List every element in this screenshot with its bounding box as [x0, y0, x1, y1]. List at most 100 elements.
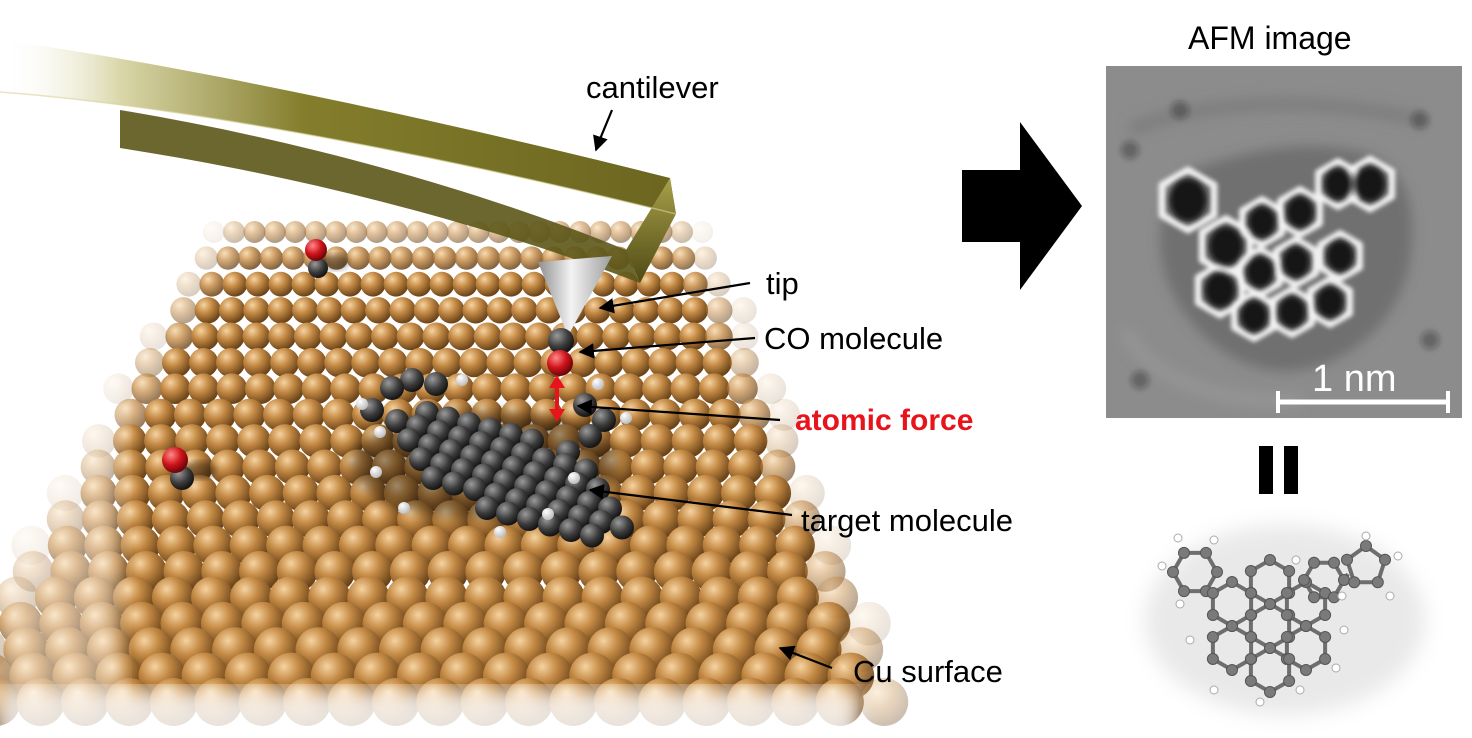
cu-atom	[216, 348, 246, 378]
cu-atom	[499, 322, 528, 351]
cu-atom	[640, 424, 675, 458]
cu-atom	[194, 246, 219, 270]
model-carbon-atom	[1244, 675, 1257, 687]
cu-atom	[636, 271, 662, 297]
cu-atom	[671, 424, 706, 458]
cu-atom	[729, 348, 759, 378]
cu-atom	[112, 449, 148, 485]
cu-atom	[131, 373, 163, 405]
cantilever-model	[0, 40, 677, 376]
hydrogen-atom	[542, 508, 554, 520]
cu-atom	[191, 322, 219, 351]
cu-atom	[314, 271, 340, 297]
cu-atom	[426, 221, 449, 243]
cu-atom	[268, 424, 302, 458]
cu-atom	[189, 348, 219, 378]
cu-atom	[301, 373, 333, 405]
model-hydrogen-atom	[1385, 591, 1395, 601]
model-hydrogen-atom	[1361, 531, 1371, 541]
model-carbon-atom	[1300, 664, 1312, 676]
model-carbon-atom	[1280, 609, 1293, 621]
structure-model	[1145, 525, 1425, 715]
cu-atom	[476, 246, 500, 270]
cu-atom	[454, 246, 479, 270]
cu-atom	[589, 221, 612, 243]
model-carbon-atom	[1178, 546, 1190, 559]
cu-atom	[292, 398, 325, 431]
model-hydrogen-atom	[1337, 591, 1347, 601]
cu-atom	[642, 373, 673, 405]
cu-surface-label: Cu surface	[853, 654, 1003, 689]
cu-atom	[613, 373, 645, 405]
cu-atom	[144, 398, 177, 431]
carbon-atom	[517, 507, 541, 531]
carbon-atom	[385, 409, 409, 433]
model-carbon-atom	[1244, 587, 1257, 599]
cu-atom	[270, 348, 300, 378]
cu-atom	[242, 322, 271, 351]
cu-atom	[351, 348, 381, 378]
cu-atom	[173, 398, 207, 431]
cu-atom	[389, 297, 416, 324]
cu-atom	[267, 297, 294, 324]
model-carbon-atom	[1264, 554, 1276, 566]
cu-atom	[681, 297, 709, 324]
hydrogen-atom	[398, 502, 410, 514]
model-carbon-atom	[1206, 587, 1219, 599]
cu-atom	[670, 221, 693, 243]
cu-atom	[165, 322, 194, 351]
cu-atom	[243, 297, 270, 324]
cu-atom	[159, 373, 191, 405]
cu-atom	[584, 297, 611, 324]
carbon-atom	[421, 466, 445, 490]
cu-atom	[671, 246, 696, 270]
model-carbon-atom	[1178, 585, 1190, 598]
model-carbon-atom	[1226, 620, 1238, 632]
carbon-atom	[442, 471, 466, 496]
cu-atom	[218, 297, 246, 324]
cu-atom	[135, 348, 165, 378]
model-carbon-atom	[1379, 553, 1391, 566]
cu-atom	[358, 373, 390, 405]
model-hydrogen-atom	[1255, 697, 1265, 707]
cu-atom	[594, 348, 624, 378]
cu-atom	[188, 373, 219, 405]
cu-atom	[346, 246, 370, 270]
cu-atom	[383, 271, 409, 297]
cu-atom	[330, 373, 361, 405]
carbon-atom	[592, 408, 616, 432]
hydrogen-atom	[374, 426, 386, 438]
atomic-force-arrow-icon	[549, 375, 565, 422]
cu-atom	[340, 297, 368, 324]
cu-atom	[223, 221, 246, 243]
cu-atom	[299, 424, 333, 458]
cu-atom	[609, 221, 632, 243]
cu-atom	[365, 221, 388, 243]
cu-atom	[679, 322, 708, 351]
carbon-atom	[400, 368, 424, 392]
cu-atom	[702, 348, 732, 378]
carbon-atom	[397, 428, 421, 452]
cu-atom	[114, 398, 147, 431]
model-carbon-atom	[1360, 540, 1372, 552]
cu-atom	[576, 322, 605, 351]
cu-atom	[708, 398, 741, 431]
cu-atom	[727, 373, 758, 405]
cu-atom	[486, 348, 516, 378]
carbon-atom	[573, 393, 597, 417]
hydrogen-atom	[620, 412, 632, 424]
model-carbon-atom	[1348, 576, 1361, 589]
cu-atom	[273, 373, 304, 405]
cu-atom	[216, 373, 248, 405]
cu-atom	[767, 398, 801, 431]
cu-atom	[233, 398, 266, 431]
cu-atom	[203, 398, 236, 431]
afm-image-title: AFM image	[1188, 20, 1352, 56]
cu-atom	[268, 271, 294, 297]
cu-atom	[291, 271, 317, 297]
carbon-atom	[559, 518, 583, 542]
cu-atom	[324, 221, 347, 243]
model-carbon-atom	[1206, 609, 1219, 621]
cu-atom	[396, 322, 425, 351]
